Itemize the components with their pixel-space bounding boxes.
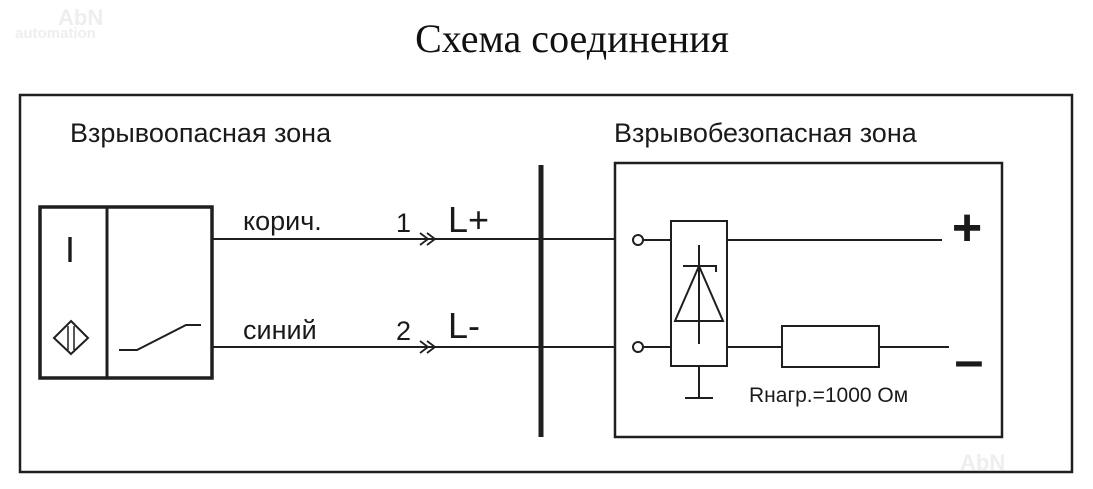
wire-1-color: корич. <box>243 206 322 236</box>
zener-barrier <box>670 220 728 399</box>
watermark-brand: AbN <box>58 5 103 30</box>
connector-1-icon <box>419 232 437 246</box>
sensor-housing <box>38 205 214 380</box>
watermark-top: AbN automation <box>15 5 103 42</box>
terminal-2 <box>632 341 644 353</box>
wire-1-signal: L+ <box>448 199 489 240</box>
wire-2-signal: L- <box>448 305 480 346</box>
output-plus-sign: + <box>952 199 982 257</box>
load-resistor <box>781 325 880 368</box>
outer-frame <box>18 93 1074 474</box>
zener-diode-icon <box>673 245 725 344</box>
zone-safe-label: Взрывобезопасная зона <box>614 118 918 148</box>
wire-2-color: синий <box>243 315 317 345</box>
zone-hazardous-label: Взрывоопасная зона <box>70 118 332 148</box>
wire-1-number: 1 <box>396 208 411 238</box>
safe-zone-box <box>613 161 1004 439</box>
wire-2-number: 2 <box>396 316 411 346</box>
switch-contact-icon <box>119 324 201 351</box>
inductive-sensor-icon <box>52 319 90 356</box>
load-resistor-label: Rнагр.=1000 Ом <box>749 384 908 407</box>
connector-2-icon <box>419 340 437 354</box>
output-minus-sign: – <box>955 332 984 390</box>
sensor-symbol: I <box>65 229 75 270</box>
terminal-1 <box>632 234 644 246</box>
watermark-sub: automation <box>15 25 96 42</box>
diagram-title: Схема соединения <box>415 16 729 61</box>
sensor-block: I <box>38 205 214 380</box>
